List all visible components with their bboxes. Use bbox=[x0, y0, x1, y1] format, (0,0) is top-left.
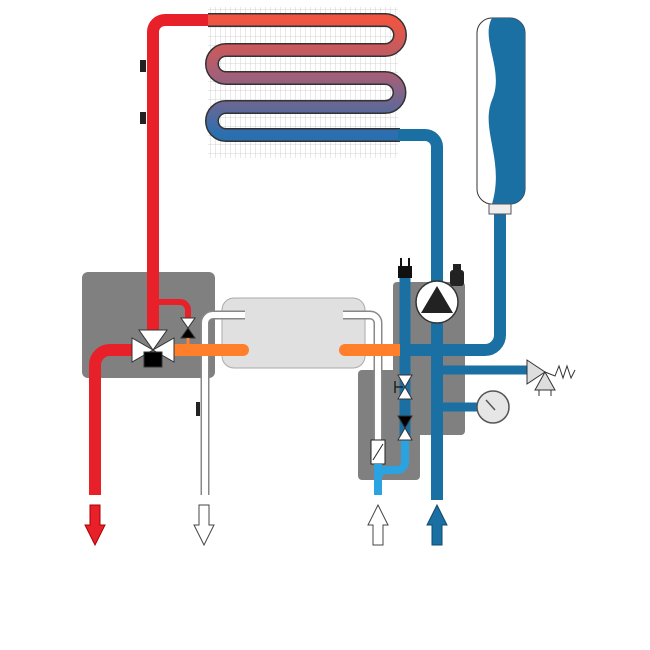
heating-out-pipe bbox=[89, 344, 140, 495]
expansion-pipe bbox=[400, 205, 506, 356]
expansion-tank-icon bbox=[476, 17, 526, 215]
cold-water-in-arrow bbox=[367, 503, 389, 546]
sensor-icon bbox=[140, 60, 146, 72]
sensor-icon bbox=[196, 402, 200, 416]
return-pipe bbox=[398, 129, 443, 500]
safety-valve-icon bbox=[526, 359, 576, 396]
fill-block bbox=[358, 370, 420, 480]
fill-valve-icon bbox=[394, 374, 413, 400]
pump-air-vent-icon bbox=[450, 264, 464, 286]
three-way-valve-icon bbox=[131, 329, 175, 368]
flow-pipe bbox=[147, 14, 208, 340]
primary-heat-exchanger-coil bbox=[205, 13, 407, 142]
dhw-out-arrow bbox=[193, 504, 215, 547]
sensor-icon bbox=[140, 112, 146, 124]
plate-heat-exchanger bbox=[221, 297, 366, 369]
air-vent-icon bbox=[398, 258, 412, 278]
heating-flow-out-arrow bbox=[84, 504, 106, 547]
circulation-pump-icon bbox=[415, 280, 459, 324]
flow-sensor-icon bbox=[370, 439, 386, 495]
bypass-pipe bbox=[153, 299, 191, 320]
pressure-gauge-icon bbox=[476, 390, 510, 424]
heating-return-in-arrow bbox=[426, 503, 448, 546]
check-valve-icon bbox=[397, 415, 413, 441]
bypass-valve-icon bbox=[180, 317, 196, 346]
